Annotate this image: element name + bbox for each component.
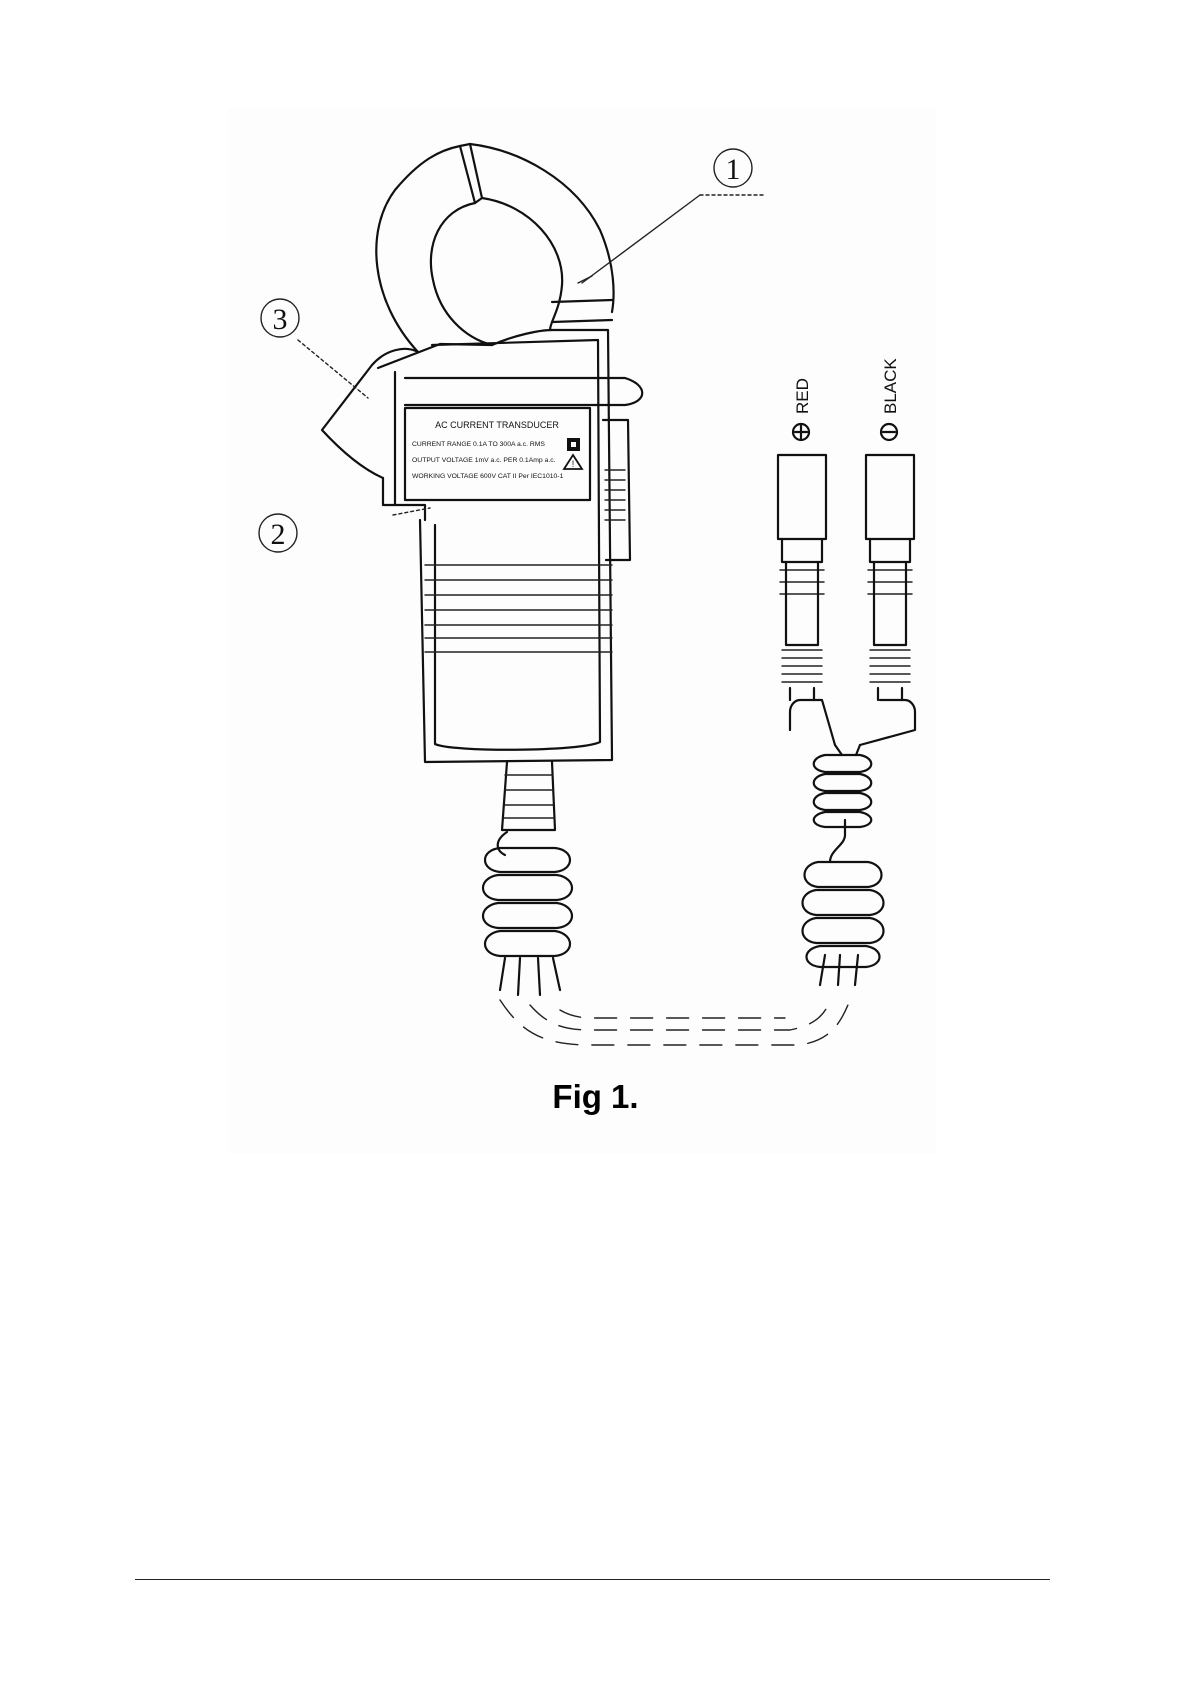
- nameplate: AC CURRENT TRANSDUCER CURRENT RANGE 0.1A…: [405, 408, 590, 500]
- svg-text:3: 3: [273, 303, 288, 336]
- red-lead-plug: [778, 455, 826, 700]
- black-lead-plug: [866, 455, 914, 700]
- figure-caption: Fig 1.: [0, 1078, 1191, 1116]
- nameplate-title: AC CURRENT TRANSDUCER: [435, 420, 559, 430]
- transducer-body: [383, 330, 642, 762]
- cable-assembly: [483, 700, 915, 1045]
- black-lead-label: BLACK: [881, 358, 900, 414]
- svg-text:2: 2: [271, 518, 286, 551]
- callout-3: 3: [261, 299, 368, 398]
- clamp-jaw: [376, 144, 613, 352]
- nameplate-line-3: WORKING VOLTAGE 600V CAT II Per IEC1010-…: [412, 473, 564, 480]
- svg-text:1: 1: [726, 153, 741, 186]
- red-lead-label: RED: [793, 378, 812, 414]
- minus-icon: [881, 424, 897, 440]
- nameplate-line-1: CURRENT RANGE 0.1A TO 300A a.c. RMS: [412, 441, 545, 448]
- footer-divider: [135, 1579, 1050, 1580]
- callout-1: 1: [582, 149, 765, 283]
- callout-2: 2: [259, 508, 430, 552]
- nameplate-line-2: OUTPUT VOLTAGE 1mV a.c. PER 0.1Amp a.c.: [412, 457, 556, 464]
- plus-icon: [793, 424, 809, 440]
- warning-icon-mark: !: [572, 459, 575, 469]
